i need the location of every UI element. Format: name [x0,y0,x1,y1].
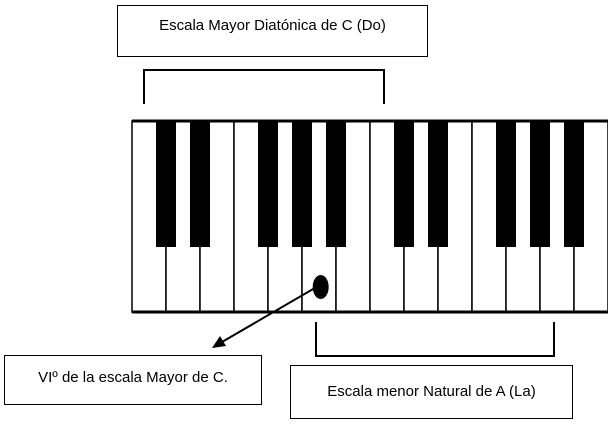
minor-scale-text: Escala menor Natural de A (La) [327,382,536,400]
minor-scale-label: Escala menor Natural de A (La) [290,365,573,419]
minor-scale-bracket [315,322,555,357]
note-dot-icon [312,275,329,299]
black-key [564,121,584,247]
black-key [292,121,312,247]
black-key [190,121,210,247]
pointer-arrow [212,284,321,348]
major-scale-label: Escala Mayor Diatónica de C (Do) [117,5,428,57]
sixth-degree-label: VIº de la escala Mayor de C. [4,355,262,405]
black-key [394,121,414,247]
black-key [258,121,278,247]
major-scale-text: Escala Mayor Diatónica de C (Do) [159,16,386,34]
piano-keyboard [131,119,608,314]
black-key [156,121,176,247]
black-key [496,121,516,247]
black-key [530,121,550,247]
black-key [428,121,448,247]
black-key [326,121,346,247]
sixth-degree-text: VIº de la escala Mayor de C. [38,368,228,386]
major-scale-bracket [143,69,385,104]
